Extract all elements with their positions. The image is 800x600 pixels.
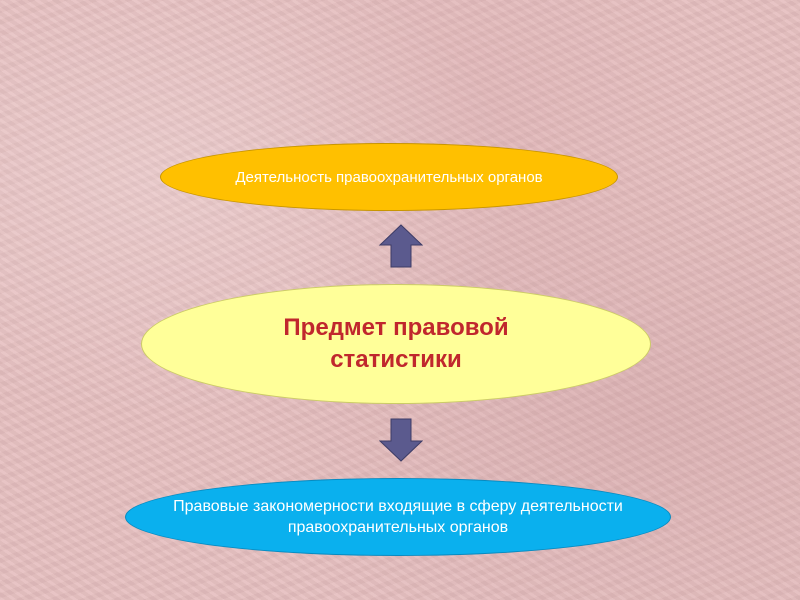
top-node-text: Деятельность правоохранительных органов [235,168,543,186]
top-ellipse-node: Деятельность правоохранительных органов [160,143,618,211]
center-ellipse-node: Предмет правовой статистики [141,284,651,404]
bottom-node-text: Правовые закономерности входящие в сферу… [173,498,623,536]
arrow-up-icon [379,224,423,268]
arrow-down-icon [379,418,423,462]
center-node-text: Предмет правовой статистики [283,314,509,373]
arrow-up-shape [379,224,423,268]
bottom-ellipse-node: Правовые закономерности входящие в сферу… [125,478,671,556]
arrow-down-shape [379,418,423,462]
